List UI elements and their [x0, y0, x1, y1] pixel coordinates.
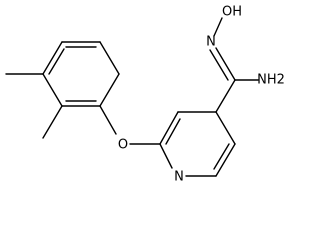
ether-oxygen-label: O — [118, 138, 128, 153]
hydroxyl-label: OH — [222, 5, 242, 20]
benzene-ring — [42, 41, 120, 107]
ether-linkage — [99, 105, 161, 145]
imine-nitrogen-label: N — [206, 35, 216, 50]
amidoxime-group — [209, 17, 259, 113]
amine-label: NH2 — [257, 73, 285, 88]
chemical-structure: OH N NH2 O N — [5, 5, 285, 185]
pyridine-nitrogen-label: N — [174, 170, 184, 185]
methyl-groups — [5, 73, 63, 139]
pyridine-ring — [159, 111, 236, 177]
